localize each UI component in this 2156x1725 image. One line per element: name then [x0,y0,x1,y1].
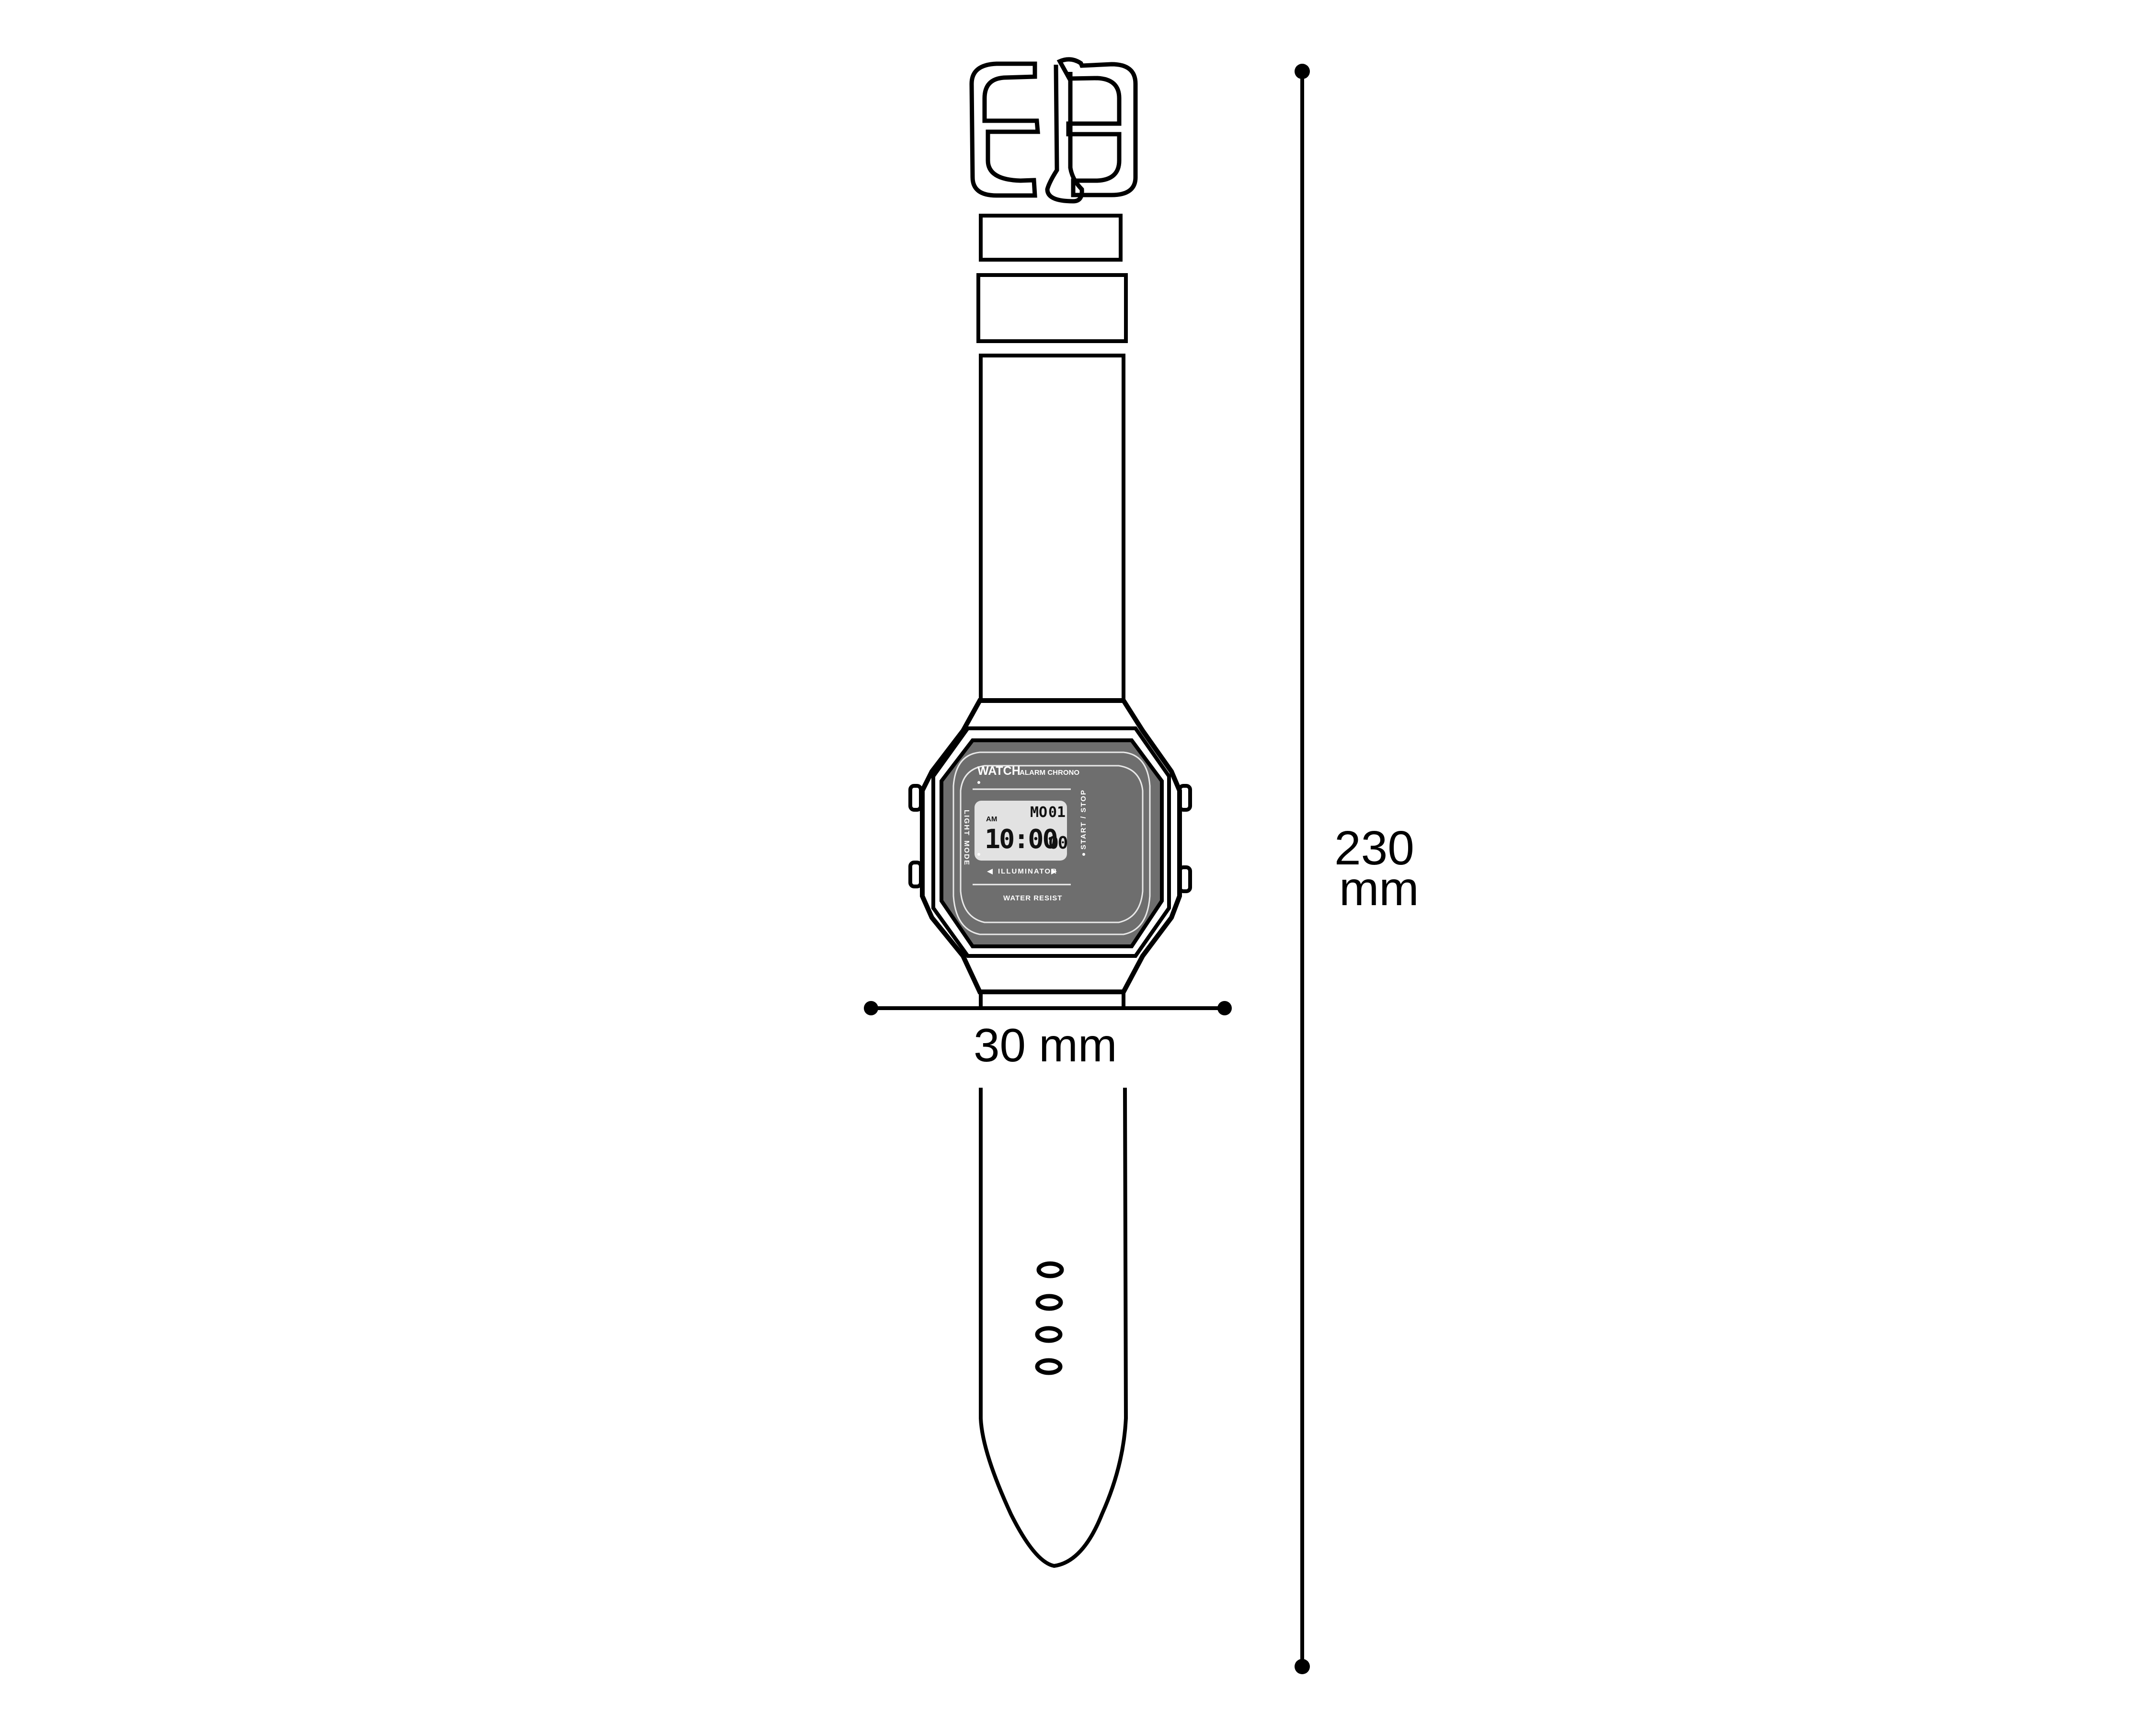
strap-hole [1035,1358,1063,1375]
strap-holes [1035,1261,1064,1375]
length-dimension-line [1295,64,1310,1674]
lcd-screen [975,801,1067,861]
start-stop-label: START / STOP [1079,789,1088,850]
width-label: 30 mm [974,1019,1117,1071]
length-value-label: 230 [1334,821,1414,875]
upper-strap [979,354,1125,704]
strap-hole [1035,1294,1063,1311]
brand-label: WATCH [977,764,1021,778]
lower-strap [979,992,1128,1568]
mode-button [908,861,923,888]
water-resist-label: WATER RESIST [1003,894,1063,902]
lcd-time: 10:00 [985,824,1058,854]
mode-label: MODE [963,840,971,866]
strap-hole [1036,1261,1064,1278]
strap-hole [1035,1326,1063,1343]
watch-case [908,698,1192,994]
lcd-seconds: 00 [1048,833,1068,853]
lcd-meridiem: AM [986,815,998,823]
illuminator-label: ILLUMINATOR [998,867,1057,875]
light-label: LIGHT [963,810,971,836]
width-dimension-line [864,1001,1232,1015]
right-arrow-icon [1051,869,1057,874]
left-arrow-icon [987,869,993,874]
lcd-day: MO [1030,804,1048,821]
lcd-date: 01 [1048,804,1066,821]
features-label: ALARM CHRONO [1020,769,1079,777]
buckle [969,57,1138,204]
strap-keeper-2 [976,273,1128,343]
strap-keeper-1 [979,214,1123,262]
light-button [908,784,923,812]
length-unit-label: mm [1339,862,1419,916]
